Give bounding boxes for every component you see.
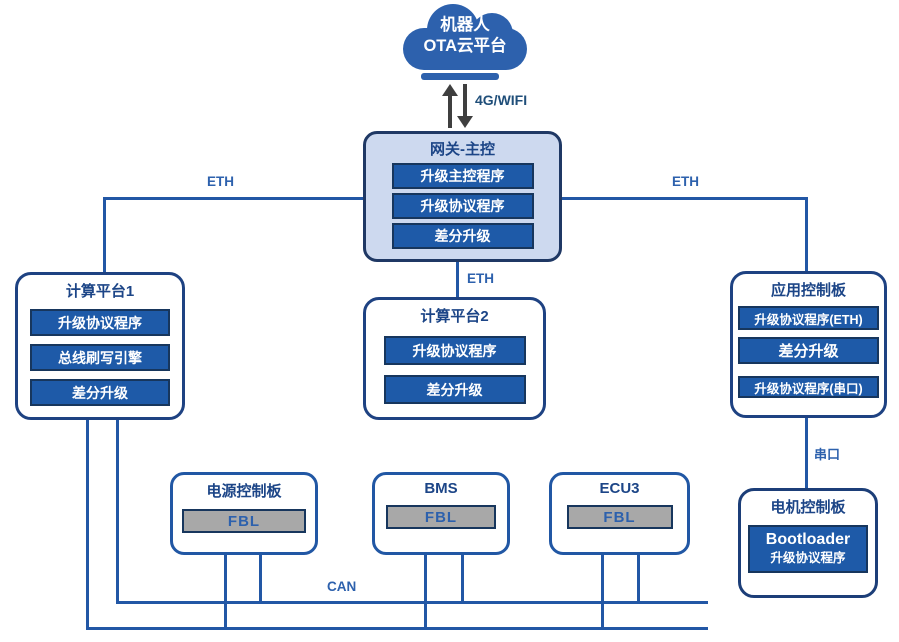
cloud-icon [403,28,527,70]
bms-drop-right-line [461,551,464,604]
ecu3-drop-left-line [601,551,604,630]
cloud-base-bar [421,73,499,80]
bootloader-protocol-label: 升级协议程序 [770,551,846,565]
ecu3-fbl-chip: FBL [566,505,673,529]
ecu3-drop-right-line [637,551,640,604]
platform1-drop-right-line [116,416,119,604]
eth-left-vertical-line [103,197,106,275]
appboard-item-protocol-serial: 升级协议程序(串口) [738,376,879,398]
ecu3-title: ECU3 [599,480,640,497]
platform1-item-bus-flash-engine: 总线刷写引擎 [30,344,170,371]
appboard-title: 应用控制板 [770,282,846,299]
eth-middle-vertical-line [456,258,459,300]
can-bus-label: CAN [327,579,357,594]
platform2-item-differential-upgrade: 差分升级 [383,375,526,404]
gateway-title: 网关-主控 [430,141,495,158]
can-bus-upper-line [116,601,708,604]
platform2-title: 计算平台2 [420,308,489,325]
platform1-title: 计算平台1 [65,283,135,300]
node-application-control-board: 应用控制板 升级协议程序(ETH) 差分升级 升级协议程序(串口) [730,271,887,418]
appboard-item-differential-upgrade: 差分升级 [738,337,879,364]
arrow-up-icon [448,95,452,128]
arrow-down-icon [457,116,473,128]
gateway-item-differential-upgrade: 差分升级 [391,223,534,249]
gateway-item-upgrade-protocol: 升级协议程序 [391,193,534,219]
bms-title: BMS [424,480,458,497]
node-motor-control-board: 电机控制板 Bootloader 升级协议程序 [738,488,878,598]
node-bms: BMS FBL [372,472,510,555]
motorboard-bootloader-chip: Bootloader 升级协议程序 [748,525,868,573]
platform1-item-differential-upgrade: 差分升级 [30,379,170,406]
node-computing-platform-2: 计算平台2 升级协议程序 差分升级 [363,297,546,420]
wifi-link-label: 4G/WIFI [475,92,528,108]
can-bus-lower-line [86,627,708,630]
bms-fbl-chip: FBL [386,505,496,529]
platform1-item-upgrade-protocol: 升级协议程序 [30,309,170,336]
gateway-item-upgrade-master: 升级主控程序 [391,163,534,189]
arrow-down-icon [463,84,467,117]
cloud-platform-title: 机器人 OTA云平台 [395,15,535,57]
eth-left-label: ETH [207,174,234,189]
motorboard-title: 电机控制板 [770,499,846,516]
node-power-control-board: 电源控制板 FBL [170,472,318,555]
cloud-title-line2: OTA云平台 [423,37,507,55]
node-gateway-master: 网关-主控 升级主控程序 升级协议程序 差分升级 [363,131,562,262]
node-computing-platform-1: 计算平台1 升级协议程序 总线刷写引擎 差分升级 [15,272,185,420]
platform1-drop-left-line [86,416,89,630]
appboard-item-protocol-eth: 升级协议程序(ETH) [738,306,879,330]
bootloader-label: Bootloader [765,531,851,548]
eth-left-horizontal-line [103,197,363,200]
platform2-item-upgrade-protocol: 升级协议程序 [383,336,526,365]
arrow-up-icon [442,84,458,96]
eth-right-label: ETH [672,174,699,189]
powerboard-title: 电源控制板 [206,483,282,500]
node-ecu3: ECU3 FBL [549,472,690,555]
eth-right-horizontal-line [559,197,808,200]
cloud-title-line1: 机器人 [440,16,490,34]
powerboard-drop-left-line [224,551,227,630]
powerboard-drop-right-line [259,551,262,604]
serial-port-label: 串口 [814,447,841,462]
serial-vertical-line [805,414,808,491]
powerboard-fbl-chip: FBL [182,509,306,533]
eth-middle-label: ETH [467,271,494,286]
bms-drop-left-line [424,551,427,630]
eth-right-vertical-line [805,197,808,274]
